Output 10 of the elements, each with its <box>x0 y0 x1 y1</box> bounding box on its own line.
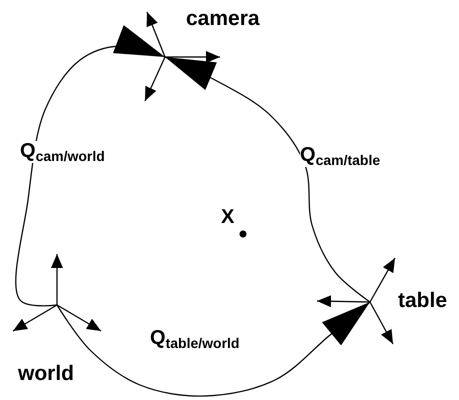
edge-label: Q$_{table/world}$ <box>150 328 240 350</box>
point-label: X <box>221 207 234 227</box>
curved-arrow <box>15 25 166 306</box>
curved-arrow <box>56 302 370 397</box>
edge-label: Q$_{cam/world}$ <box>20 141 105 163</box>
frame-label: camera <box>186 8 260 29</box>
edge-label: Q$_{cam/table}$ <box>300 145 380 167</box>
frame-label: world <box>18 363 74 384</box>
curved-arrow <box>164 56 370 302</box>
frame-label: table <box>398 290 448 311</box>
